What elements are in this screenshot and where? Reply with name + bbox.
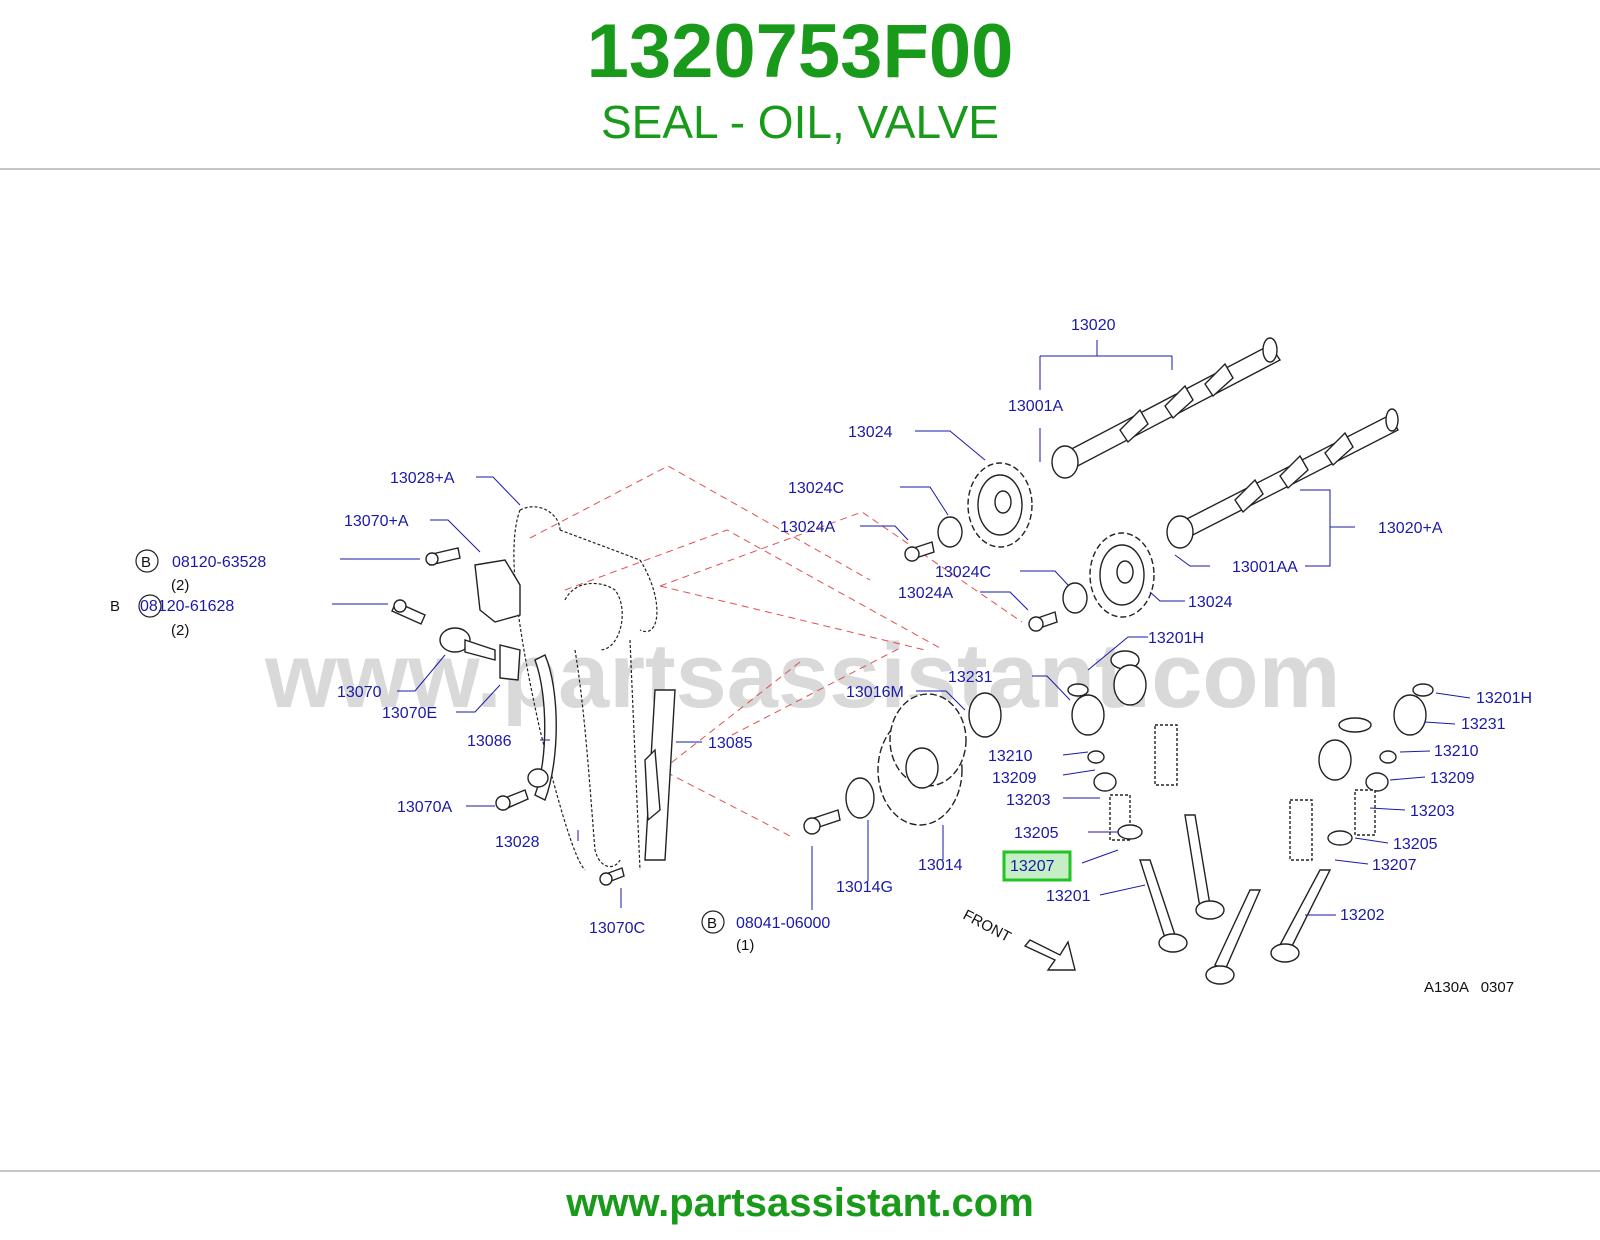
highlight-box-13207: [1002, 850, 1072, 882]
idler-sprocket-13014: [877, 693, 967, 826]
valve-train-mid: [1067, 650, 1225, 953]
timing-chain: [513, 506, 658, 871]
callout-labels: 13020 13001A 13024 13024C 13024A 13020+A…: [110, 317, 1532, 996]
callout-13201[interactable]: 13201: [1046, 888, 1091, 905]
callout-13205-right[interactable]: 13205: [1393, 836, 1438, 853]
bolt-08120-63528: [425, 547, 461, 566]
callout-13024C-mid[interactable]: 13024C: [935, 564, 991, 581]
callout-13201H-right[interactable]: 13201H: [1476, 690, 1532, 707]
chain-guide-13086: [527, 654, 557, 801]
callout-13202[interactable]: 13202: [1340, 907, 1385, 924]
bolt-marker-b-2: B: [110, 598, 120, 615]
header-divider: [0, 168, 1600, 170]
callout-13020-A[interactable]: 13020+A: [1378, 520, 1443, 537]
bolt-marker-circle-3: [701, 910, 725, 934]
bolt-08120-61628: [391, 599, 426, 625]
front-arrow-icon: [1023, 939, 1076, 971]
bolt-13070C: [599, 867, 625, 886]
callout-13086[interactable]: 13086: [467, 733, 512, 750]
callout-13070E[interactable]: 13070E: [382, 705, 437, 722]
callout-13070-A-top[interactable]: 13070+A: [344, 513, 409, 530]
bolt-marker-b-3: B: [707, 915, 717, 932]
qty-08120-63528: (2): [171, 577, 189, 594]
callout-13001AA[interactable]: 13001AA: [1232, 559, 1298, 576]
callout-08120-61628[interactable]: 08120-61628: [140, 598, 234, 615]
bolt-marker-circle: [135, 549, 159, 573]
callout-13210-right[interactable]: 13210: [1434, 743, 1479, 760]
callout-13209-right[interactable]: 13209: [1430, 770, 1475, 787]
callout-13024A-mid[interactable]: 13024A: [898, 585, 953, 602]
callout-13070[interactable]: 13070: [337, 684, 382, 701]
callout-13028-A[interactable]: 13028+A: [390, 470, 455, 487]
callout-13020[interactable]: 13020: [1071, 317, 1116, 334]
callout-13024C-top[interactable]: 13024C: [788, 480, 844, 497]
exploded-parts-diagram: www.partsassistant.com: [110, 317, 1532, 996]
callout-13024A-top[interactable]: 13024A: [780, 519, 835, 536]
diagram-code: A130A 0307: [1424, 979, 1514, 996]
callout-13024-top[interactable]: 13024: [848, 424, 893, 441]
sprocket-13024-upper: [967, 462, 1033, 548]
callout-13016M[interactable]: 13016M: [846, 684, 904, 701]
page-header: 1320753F00 SEAL - OIL, VALVE: [0, 0, 1600, 168]
footer-divider: [0, 1170, 1600, 1172]
callout-13207-right[interactable]: 13207: [1372, 857, 1417, 874]
callout-13085[interactable]: 13085: [708, 735, 753, 752]
callout-13014G[interactable]: 13014G: [836, 879, 893, 896]
part-number-title: 1320753F00: [586, 9, 1014, 94]
bolt-marker-b-1: B: [141, 554, 151, 571]
tensioner-13070: [439, 559, 521, 681]
callout-08120-63528[interactable]: 08120-63528: [172, 554, 266, 571]
bolt-marker-circle-2: [138, 594, 162, 618]
callout-13205-mid[interactable]: 13205: [1014, 825, 1059, 842]
bolt-13070A: [495, 789, 529, 811]
callout-13203-mid[interactable]: 13203: [1006, 792, 1051, 809]
callout-13231-mid[interactable]: 13231: [948, 669, 993, 686]
callout-13014[interactable]: 13014: [918, 857, 963, 874]
qty-08041-06000: (1): [736, 937, 754, 954]
camshaft-upper: [1051, 337, 1282, 479]
callout-13024-mid[interactable]: 13024: [1188, 594, 1233, 611]
part-name-subtitle: SEAL - OIL, VALVE: [601, 96, 999, 148]
callout-13070C[interactable]: 13070C: [589, 920, 645, 937]
callout-13028[interactable]: 13028: [495, 834, 540, 851]
callout-13209-mid[interactable]: 13209: [992, 770, 1037, 787]
front-label: FRONT: [960, 907, 1014, 946]
leader-lines: [332, 340, 1471, 916]
callout-13001A[interactable]: 13001A: [1008, 398, 1063, 415]
callout-13210-mid[interactable]: 13210: [988, 748, 1033, 765]
callout-13231-right[interactable]: 13231: [1461, 716, 1506, 733]
reference-dashed-lines: [529, 465, 1023, 837]
callout-13070A[interactable]: 13070A: [397, 799, 452, 816]
washers-and-bolts-center: [803, 516, 1088, 835]
callout-13203-right[interactable]: 13203: [1410, 803, 1455, 820]
callout-13207-mid-highlighted[interactable]: 13207: [1010, 858, 1055, 875]
sprocket-13024-lower: [1089, 532, 1155, 618]
footer-website-link[interactable]: www.partsassistant.com: [566, 1181, 1034, 1225]
qty-08120-61628: (2): [171, 622, 189, 639]
chain-guide-13085: [644, 689, 676, 861]
callout-13201H-mid[interactable]: 13201H: [1148, 630, 1204, 647]
camshaft-lower: [1166, 408, 1399, 549]
callout-08041-06000[interactable]: 08041-06000: [736, 915, 830, 932]
valve-train-right: [1205, 683, 1434, 985]
